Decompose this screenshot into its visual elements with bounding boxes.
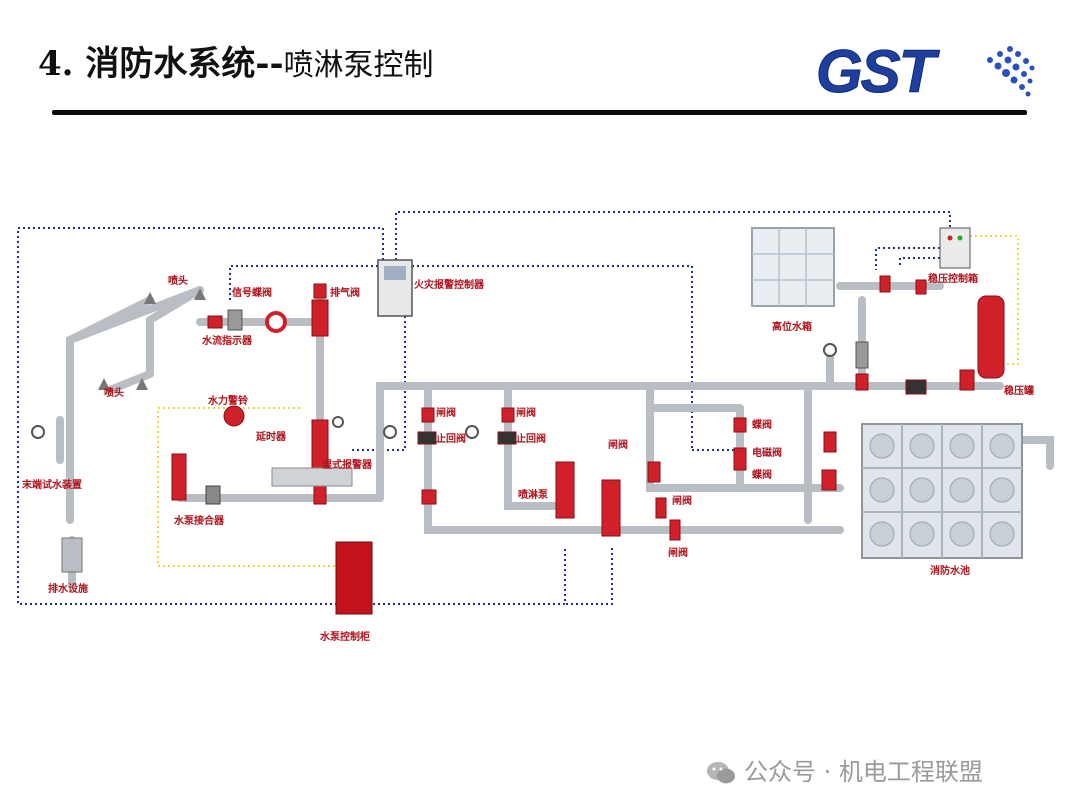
label-gate-valve-1: 闸阀 — [436, 406, 456, 419]
label-butterfly-valve-1: 蝶阀 — [752, 418, 772, 431]
delay-device-stand — [271, 467, 353, 487]
logo-text: GST — [816, 40, 940, 104]
label-end-test-device: 末端试水装置 — [22, 478, 82, 491]
wechat-icon — [707, 762, 735, 784]
label-water-flow-indicator: 水流指示器 — [201, 334, 253, 347]
label-fire-alarm-controller: 火灾报警控制器 — [414, 278, 485, 291]
label-pressure-tank: 稳压罐 — [1004, 384, 1034, 397]
logo-dots-icon — [987, 46, 1035, 97]
label-sprinkler-pump: 喷淋泵 — [518, 488, 549, 501]
label-pump-control-cabinet: 水泵控制柜 — [319, 630, 370, 643]
label-signal-butterfly-valve: 信号蝶阀 — [232, 286, 272, 299]
title-sub: 喷淋泵控制 — [283, 48, 434, 83]
label-high-water-tank: 高位水箱 — [772, 320, 812, 333]
label-fire-pool: 消防水池 — [930, 564, 970, 577]
label-drainage-facility: 排水设施 — [48, 582, 88, 595]
label-gate-valve-3: 闸阀 — [608, 438, 628, 451]
signal-lines — [17, 211, 951, 605]
label-check-valve-1: 止回阀 — [436, 432, 466, 445]
title-rule — [52, 110, 1027, 115]
label-solenoid-valve: 电磁阀 — [752, 446, 782, 459]
label-wet-alarm-valve: 湿式报警器 — [322, 458, 373, 471]
pressure-control-box — [939, 227, 971, 269]
label-gate-valve-2: 闸阀 — [516, 406, 536, 419]
fire-pool-tank — [861, 423, 1023, 559]
title-main: 4. 消防水系统-- — [38, 44, 284, 84]
label-exhaust-valve: 排气阀 — [330, 286, 360, 299]
watermark-text: 公众号 · 机电工程联盟 — [744, 758, 983, 786]
label-check-valve-2: 止回阀 — [516, 432, 546, 445]
fire-alarm-controller-box — [377, 259, 413, 317]
watermark: 公众号 · 机电工程联盟 — [706, 752, 983, 787]
high-water-tank — [751, 227, 835, 307]
label-pump-adapter: 水泵接合器 — [173, 514, 225, 527]
label-sprinkler-head-bottom: 喷头 — [104, 386, 124, 399]
valves — [61, 275, 1005, 615]
page-title: 4. 消防水系统--喷淋泵控制 — [38, 36, 434, 85]
pressure-gauge-icons — [31, 343, 837, 439]
label-delay-device: 延时器 — [255, 430, 287, 443]
label-water-motor-alarm-bell: 水力警铃 — [207, 394, 249, 407]
label-gate-valve-4: 闸阀 — [672, 494, 692, 507]
label-pressure-control-box: 稳压控制箱 — [928, 272, 978, 285]
label-butterfly-valve-2: 蝶阀 — [752, 468, 772, 481]
label-sprinkler-head-top: 喷头 — [168, 274, 188, 287]
sprinkler-head-icons — [98, 288, 206, 390]
label-gate-valve-5: 闸阀 — [668, 546, 688, 559]
gst-logo: GST — [812, 38, 1042, 108]
